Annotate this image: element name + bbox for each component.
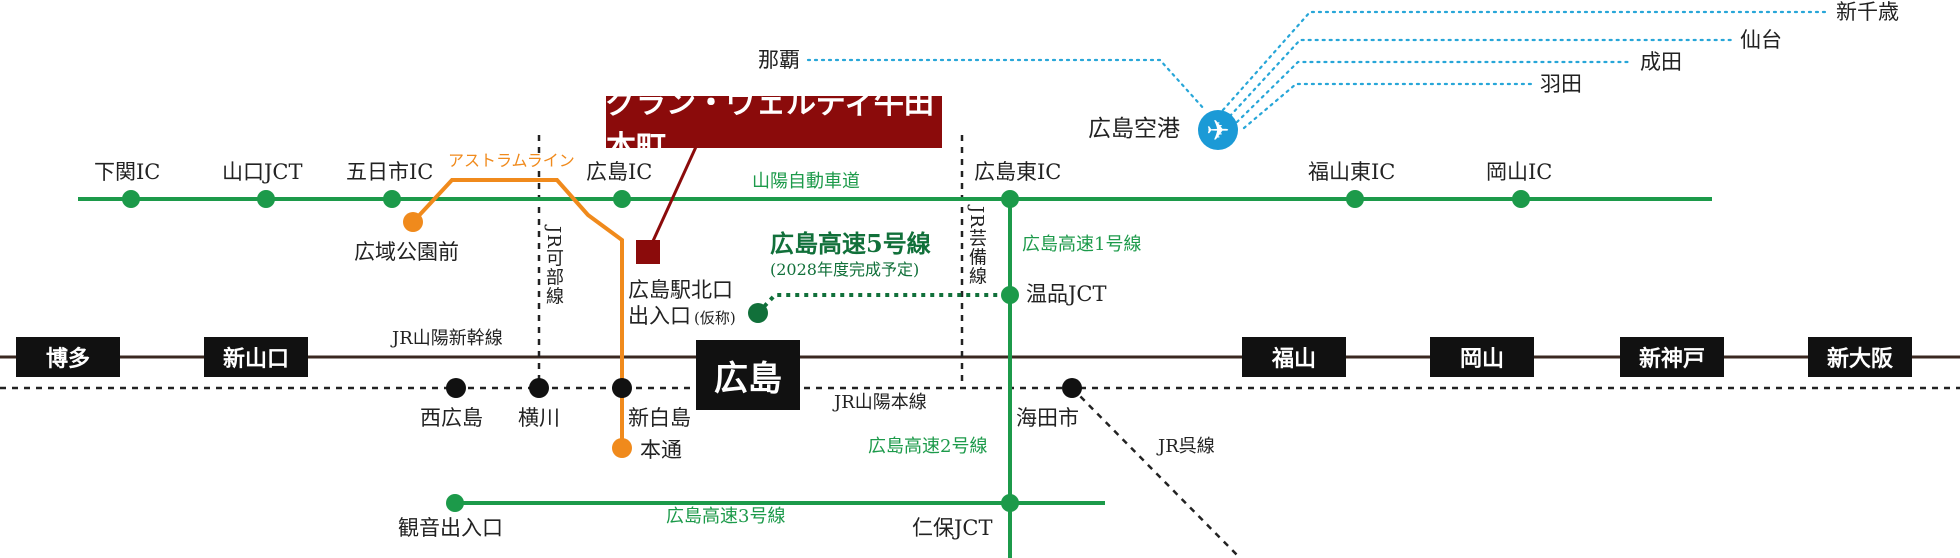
label-hiroshima-ic: 広島IC xyxy=(586,160,653,184)
station-shinkobe: 新神戸 xyxy=(1620,337,1724,377)
label-kitaguchi-2: 出入口 xyxy=(628,304,691,328)
node-shinhakushima xyxy=(612,378,632,398)
label-kannon: 観音出入口 xyxy=(398,516,503,540)
label-shimonoseki-ic: 下関IC xyxy=(94,160,161,184)
airport-shinchitose: 新千歳 xyxy=(1836,0,1899,24)
label-nishihiroshima: 西広島 xyxy=(420,406,483,430)
node-fukuyama-higashi-ic xyxy=(1346,190,1364,208)
label-yamaguchi-jct: 山口JCT xyxy=(222,160,303,184)
label-kaitaichi: 海田市 xyxy=(1016,406,1079,430)
label-kure: JR呉線 xyxy=(1158,436,1215,457)
label-hwy5: 広島高速5号線 xyxy=(770,229,931,258)
node-kaitaichi xyxy=(1062,378,1082,398)
label-hiroshima-higashi-ic: 広島東IC xyxy=(974,160,1062,184)
node-yamaguchi-jct xyxy=(257,190,275,208)
air-route-naha xyxy=(806,58,1207,112)
property-name: グラン・ヴェルディ牛田本町 xyxy=(606,86,942,165)
label-hwy3: 広島高速3号線 xyxy=(666,506,786,527)
air-routes xyxy=(806,10,1830,130)
label-kitaguchi-note: (仮称) xyxy=(694,309,736,327)
label-geibi: JR芸備線 xyxy=(966,206,987,286)
label-hwy1: 広島高速1号線 xyxy=(1022,234,1142,255)
label-shinkansen: JR山陽新幹線 xyxy=(392,328,503,349)
node-yokogawa xyxy=(529,378,549,398)
label-kitaguchi: 広島駅北口 xyxy=(628,278,733,302)
hwy5-line xyxy=(756,293,1010,315)
air-route-shinchitose xyxy=(1221,10,1830,112)
air-route-narita xyxy=(1235,60,1634,124)
station-fukuyama: 福山 xyxy=(1242,337,1346,377)
station-hiroshima: 広島 xyxy=(696,340,800,410)
label-sanyo-main: JR山陽本線 xyxy=(834,392,927,413)
label-hwy5-note: (2028年度完成予定) xyxy=(770,260,920,279)
node-shimonoseki-ic xyxy=(122,190,140,208)
node-kannon xyxy=(446,494,464,512)
airplane-icon: ✈ xyxy=(1198,110,1238,150)
airport-sendai: 仙台 xyxy=(1740,28,1782,52)
station-nodes xyxy=(446,378,1082,398)
station-shinosaka: 新大阪 xyxy=(1808,337,1912,377)
node-hiroshima-higashi-ic xyxy=(1001,190,1019,208)
node-hondori xyxy=(612,438,632,458)
astram-line xyxy=(411,178,624,448)
node-koikikoenmae xyxy=(403,212,423,232)
label-hondori: 本通 xyxy=(640,438,682,462)
kure-line xyxy=(1071,387,1241,558)
label-koikikoenmae: 広域公園前 xyxy=(354,240,459,264)
node-niho-jct xyxy=(1001,494,1019,512)
node-kitaguchi xyxy=(748,303,768,323)
airport-haneda: 羽田 xyxy=(1540,72,1582,96)
node-hiroshima-ic xyxy=(613,190,631,208)
label-niho-jct: 仁保JCT xyxy=(912,516,993,540)
label-onsina-jct: 温品JCT xyxy=(1026,282,1107,306)
air-route-haneda xyxy=(1242,82,1534,130)
label-yokogawa: 横川 xyxy=(518,406,560,430)
label-shinhakushima: 新白島 xyxy=(628,406,691,430)
label-itsukaichi-ic: 五日市IC xyxy=(346,160,434,184)
label-fukuyama-higashi-ic: 福山東IC xyxy=(1308,160,1396,184)
label-astram: アストラムライン xyxy=(446,151,577,170)
expressway-nodes xyxy=(122,190,1530,512)
station-okayama: 岡山 xyxy=(1430,337,1534,377)
airport-label: 広島空港 xyxy=(1088,116,1180,142)
node-itsukaichi-ic xyxy=(383,190,401,208)
node-nishihiroshima xyxy=(446,378,466,398)
node-onsina-jct xyxy=(1001,286,1019,304)
station-shinyamaguchi: 新山口 xyxy=(204,337,308,377)
label-kabe: JR可部線 xyxy=(543,226,564,306)
airport-naha: 那覇 xyxy=(758,48,800,72)
label-okayama-ic: 岡山IC xyxy=(1486,160,1553,184)
property-pointer xyxy=(646,137,702,253)
label-sanyo-expressway: 山陽自動車道 xyxy=(752,171,860,192)
air-route-sendai xyxy=(1228,38,1734,118)
label-hwy2: 広島高速2号線 xyxy=(868,436,988,457)
node-okayama-ic xyxy=(1512,190,1530,208)
property-marker xyxy=(636,240,660,264)
station-hakata: 博多 xyxy=(16,337,120,377)
airport-narita: 成田 xyxy=(1640,50,1682,74)
